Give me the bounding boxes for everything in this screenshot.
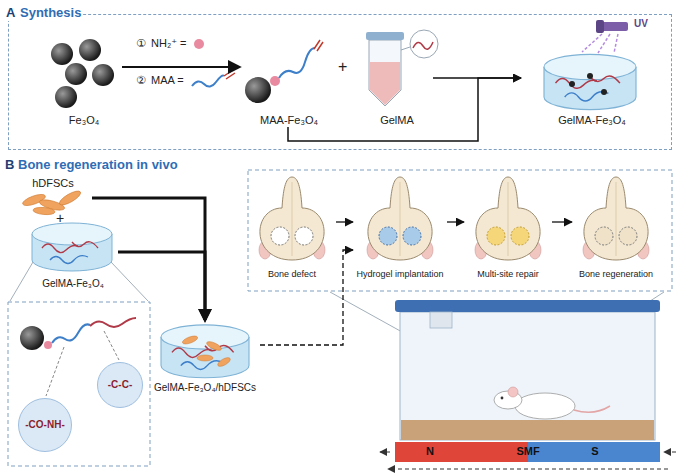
uv-lamp (582, 20, 628, 53)
step-number: ② (136, 74, 146, 87)
node-label: Hydrogel implantation (356, 269, 443, 279)
magnet (395, 442, 660, 462)
carbon-bond-circle: -C-C- (97, 362, 143, 408)
maa-fe3o4-molecule (245, 40, 323, 103)
mouse-cage (395, 300, 660, 440)
panel-synthesis: Fe₃O₄MAA-Fe₃O₄GelMAGelMA-Fe₃O₄ASynthesis (8, 14, 672, 150)
gelma-tube (366, 30, 438, 106)
node-label: S (591, 445, 598, 458)
skulls (259, 177, 649, 260)
node-label: GelMA-Fe₃O₄ (42, 278, 104, 290)
flow-arrow (92, 198, 205, 320)
node-label: Multi-site repair (477, 269, 539, 279)
uv-label: UV (634, 18, 648, 30)
node-label: hDFSCs (32, 177, 74, 190)
reagent-label: NH₂⁺ = (151, 37, 186, 50)
node-label: Bone regeneration (579, 269, 653, 279)
flow-arrow (288, 78, 521, 141)
flow-arrow (122, 66, 239, 68)
node-label: Bone defect (268, 269, 316, 279)
gelma-tube: GelMA (361, 29, 433, 127)
node-label: GelMA-Fe₃O₄ (558, 114, 626, 127)
panel-heading: Bone regeneration in vivo (16, 158, 180, 173)
composite-hydrogel: GelMA-Fe₃O₄/hDFSCs (150, 320, 260, 396)
zoom-box (8, 302, 150, 466)
flow-arrow (336, 221, 353, 222)
maa-chain (192, 70, 235, 87)
gelma-hydrogel: GelMA-Fe₃O₄ (28, 224, 118, 294)
node-label: N (426, 445, 434, 458)
node-label: Fe₃O₄ (69, 114, 99, 127)
node-label: -C-C- (108, 379, 132, 391)
reagent-label: MAA = (151, 74, 184, 87)
skull-step: Multi-site repair (464, 178, 552, 284)
flow-arrow (118, 252, 205, 320)
skull-step: Bone defect (248, 178, 336, 284)
node-label: GelMA (380, 114, 414, 127)
flow-arrow (447, 221, 464, 222)
node-label: SMF (516, 445, 539, 458)
hdfsc-cells (21, 189, 82, 216)
amide-bond-circle: -CO-NH- (18, 398, 72, 452)
gelma-fe3o4-hydrogel: GelMA-Fe₃O₄ (521, 35, 663, 129)
flow-arrow (552, 221, 572, 222)
panel-bone-regeneration: hDFSCsGelMA-Fe₃O₄ -CO-NH- -C-C- GelMA-Fe₃O₄… (0, 158, 680, 473)
plus-sign: + (56, 210, 64, 226)
composite-hydrogel (161, 325, 249, 378)
fe3o4-particles (51, 39, 114, 108)
panel-heading: Synthesis (18, 6, 83, 21)
step-number: ① (136, 37, 146, 50)
sequence-box (248, 170, 672, 291)
panel-heading: A (4, 6, 17, 21)
skull-step: Bone regeneration (572, 178, 660, 284)
gelma-hydrogel (32, 223, 112, 271)
node-label: -CO-NH- (25, 419, 64, 431)
panel-heading: B (3, 158, 16, 173)
hdfsc-cells: hDFSCs (14, 176, 92, 218)
zoom-leader (10, 262, 148, 301)
node-label: MAA-Fe₃O₄ (260, 114, 318, 127)
zoom-molecule (20, 318, 136, 396)
skull-step: Hydrogel implantation (353, 178, 447, 284)
gelma-fe3o4-hydrogel (544, 54, 636, 109)
maa-fe3o4-molecule: MAA-Fe₃O₄ (239, 35, 339, 127)
magnet-bar: N SMF S (395, 442, 660, 462)
node-label: GelMA-Fe₃O₄/hDFSCs (154, 382, 256, 394)
fe3o4-particles: Fe₃O₄ (46, 37, 122, 127)
plus-sign: + (338, 58, 347, 76)
flow-arrow (433, 77, 521, 79)
amine-dot (194, 39, 204, 49)
flow-arrow (260, 250, 353, 345)
mouse (494, 387, 610, 419)
